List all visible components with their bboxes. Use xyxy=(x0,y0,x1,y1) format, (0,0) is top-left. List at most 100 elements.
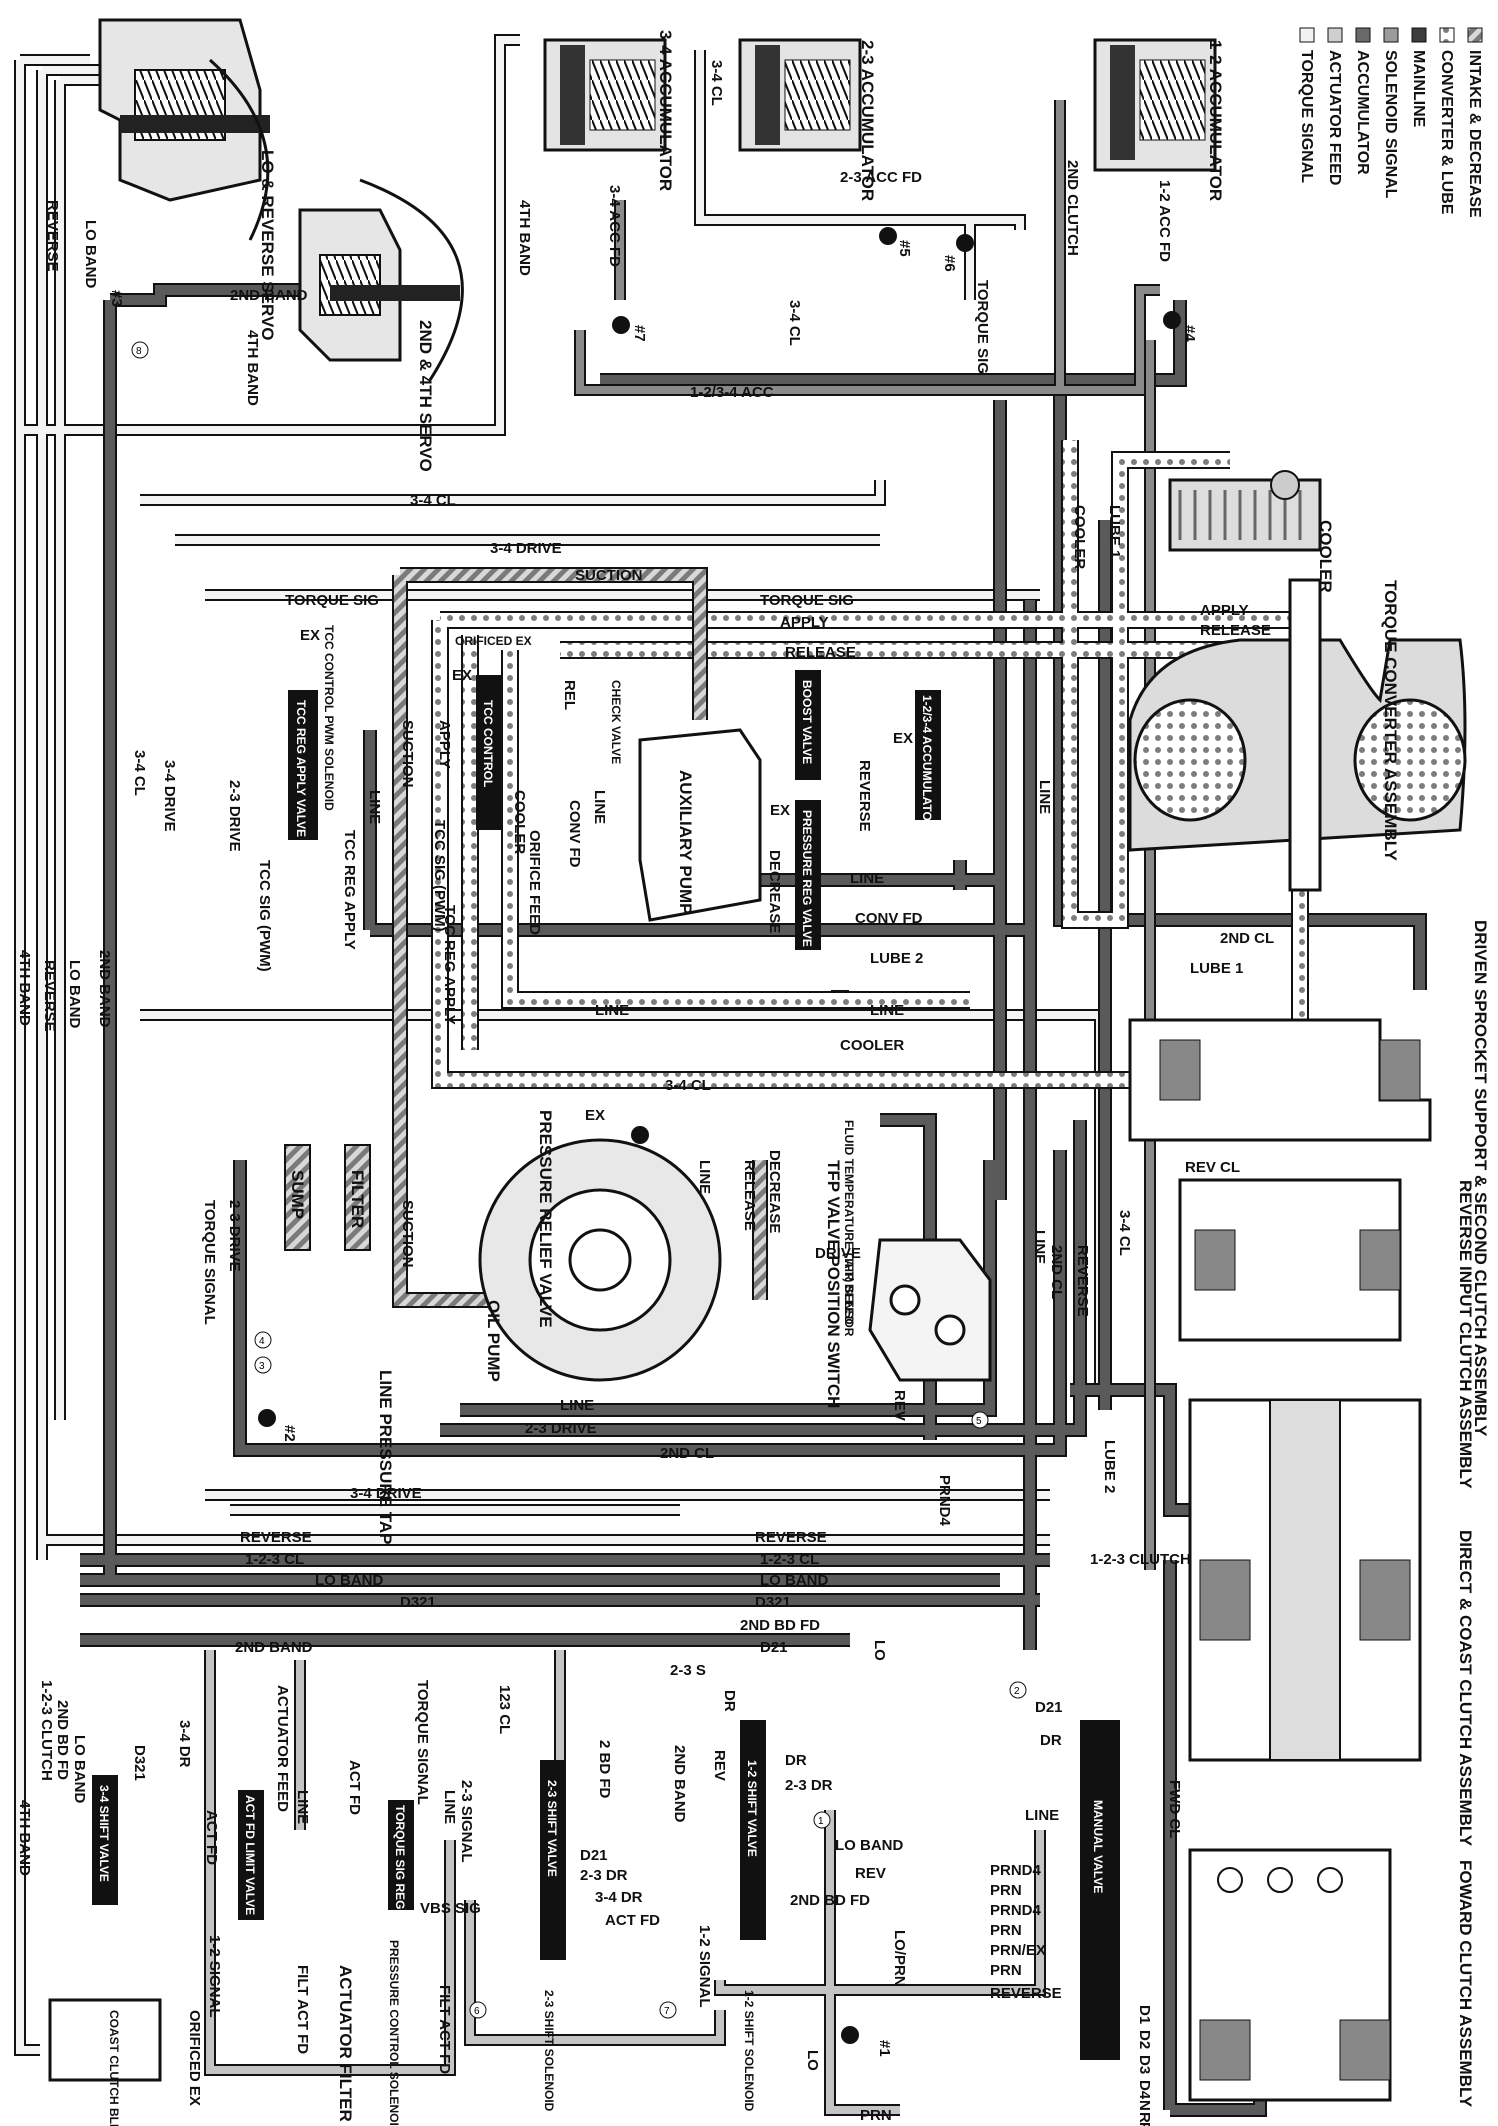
acc-1-2-label: 1-2 ACCUMULATOR xyxy=(1206,40,1225,201)
passage-label: 1-2 SIGNAL xyxy=(206,1935,223,2018)
orifice-number: 7 xyxy=(664,2006,670,2017)
orifice-number: 2 xyxy=(1014,1686,1020,1697)
passage-label: LUBE 2 xyxy=(1101,1440,1118,1493)
passage-label: LUBE 2 xyxy=(870,950,923,967)
passage-label: PRND4 xyxy=(990,1902,1042,1919)
coast-clutch-bleed-solenoid xyxy=(48,1998,162,2082)
passage-label: REVERSE xyxy=(755,1529,827,1546)
oil-pump xyxy=(478,1138,722,1382)
auxiliary-pump-label: AUXILIARY PUMP xyxy=(676,770,695,915)
torque-converter xyxy=(1128,578,1467,892)
check-ball-label: #1 xyxy=(876,2040,893,2057)
driven-sprocket-support xyxy=(1128,1018,1432,1142)
pressure-reg-valve-label: PRESSURE REG VALVE xyxy=(800,810,814,947)
passage-label: LINE xyxy=(366,790,383,824)
actuator-filter-label: ACTUATOR FILTER xyxy=(336,1965,355,2122)
passage-label: 3-4 CL xyxy=(1116,1210,1133,1256)
passage-label: LO/PRN xyxy=(891,1930,908,1987)
boost-valve xyxy=(795,670,821,780)
range-letter: D2 xyxy=(1136,2030,1153,2049)
oil-pump-label: OIL PUMP xyxy=(484,1300,503,1382)
tcc-control-valve-label: TCC CONTROL xyxy=(481,700,495,787)
passage-label: 2ND BD FD xyxy=(740,1617,820,1634)
passage-label: 2-3 DR xyxy=(580,1867,628,1884)
shift-valve-1-2 xyxy=(740,1720,766,1940)
check-balls xyxy=(258,227,1181,2044)
passage-label: 3-4 DRIVE xyxy=(350,1485,422,1502)
legend-swatch-mainline xyxy=(1411,27,1427,43)
passage-label: D21 xyxy=(1035,1699,1063,1716)
boost-valve-label: BOOST VALVE xyxy=(800,680,814,764)
shift-valve-1-2-label: 1-2 SHIFT VALVE xyxy=(745,1760,759,1857)
passage-label: LO BAND xyxy=(82,220,99,288)
passage-label: LUBE 1 xyxy=(1106,505,1123,558)
air-bleed-label: AIR BLEED xyxy=(842,1260,856,1325)
passage-label: REVERSE xyxy=(990,1985,1062,2002)
passage-label: REV CL xyxy=(1185,1159,1240,1176)
passage-label: TORQUE SIG xyxy=(974,280,991,374)
passage-label: RELEASE xyxy=(785,644,856,661)
passage-label: TORQUE SIGNAL xyxy=(414,1680,431,1805)
passage-label: DR xyxy=(721,1690,738,1712)
passage-label: RELEASE xyxy=(1200,622,1271,639)
passage-label: 4TH BAND xyxy=(516,200,533,276)
passage-label: 2-3 ACC FD xyxy=(840,169,922,186)
passage-label: REVERSE xyxy=(856,760,873,832)
cooler-label: COOLER xyxy=(1316,520,1335,593)
passage-label: FILT ACT FD xyxy=(294,1965,311,2054)
tfp-switch xyxy=(868,1238,992,1382)
sump xyxy=(284,1144,311,1251)
acc-3-4-label: 3-4 ACCUMULATOR xyxy=(656,30,675,191)
passage-label: ACT FD xyxy=(605,1912,660,1929)
passage-label: LUBE 1 xyxy=(1190,960,1243,977)
range-letters: D1 D2 D3 D4 N R P xyxy=(1136,2005,1153,2126)
legend-swatch-accumulator xyxy=(1355,27,1371,43)
passage-label: D21 xyxy=(760,1639,788,1656)
passage-label: D321 xyxy=(755,1594,791,1611)
passage-label: SUCTION xyxy=(399,720,416,788)
acc-1234-valve xyxy=(915,690,941,820)
passage-label: DR xyxy=(1040,1732,1062,1749)
legend-label: ACCUMULATOR xyxy=(1354,50,1371,175)
solenoid-1-2-label: 1-2 SHIFT SOLENOID xyxy=(742,1990,756,2112)
legend-label: TORQUE SIGNAL xyxy=(1298,50,1315,183)
passage-label: APPLY xyxy=(436,720,453,769)
passage-label: EX xyxy=(893,730,913,747)
manual-valve xyxy=(1080,1720,1120,2060)
passage-label: PRN xyxy=(990,1962,1022,1979)
passage-label: REVERSE xyxy=(240,1529,312,1546)
valve-bodies xyxy=(92,670,1120,2060)
passage-label: 2-3 S xyxy=(670,1662,706,1679)
tcc-reg-apply-valve xyxy=(288,690,318,840)
orifice-3: 3 xyxy=(254,1356,272,1374)
passage-label: ORIFICE FEED xyxy=(526,830,543,935)
orifice-6: 6 xyxy=(469,2001,487,2019)
check-ball-label: #4 xyxy=(1181,325,1198,342)
passage-label: 2ND BD FD xyxy=(790,1892,870,1909)
shift-valve-2-3 xyxy=(540,1760,566,1960)
passage-label: LO xyxy=(871,1640,888,1661)
servo-2nd-4th xyxy=(298,178,464,381)
passage-label: 1-2-3 CL xyxy=(760,1551,819,1568)
range-letter: D1 xyxy=(1136,2005,1153,2024)
range-letter: D3 xyxy=(1136,2055,1153,2074)
torque-sig-reg-label: TORQUE SIG REG xyxy=(393,1805,407,1909)
legend: INTAKE & DECREASE CONVERTER & LUBE MAINL… xyxy=(1298,27,1483,218)
orifice-number: 1 xyxy=(818,1816,824,1827)
passage-label: REV xyxy=(711,1750,728,1781)
passage-label: D321 xyxy=(400,1594,436,1611)
check-ball-labels: #1 #2 #3 #4 #5 #6 #7 xyxy=(108,240,1198,2057)
tcc-pwm-solenoid-label: TCC CONTROL PWM SOLENOID xyxy=(322,625,336,811)
passage-label: EX xyxy=(452,667,472,684)
passage-label: FWD CL xyxy=(1166,1780,1183,1838)
passage-label: EX xyxy=(770,802,790,819)
passage-label: 1-2/3-4 ACC xyxy=(690,384,774,401)
passage-label: DR xyxy=(785,1752,807,1769)
passage-label: SUCTION xyxy=(399,1200,416,1268)
check-ball-label: #5 xyxy=(896,240,913,257)
driven-sprocket-label: DRIVEN SPROCKET SUPPORT & SECOND CLUTCH … xyxy=(1471,920,1490,1437)
legend-label: ACTUATOR FEED xyxy=(1326,50,1343,185)
passage-label: TORQUE SIG xyxy=(285,592,379,609)
tcc-control-valve xyxy=(476,675,502,830)
passage-label: VBS SIG xyxy=(420,1900,481,1917)
